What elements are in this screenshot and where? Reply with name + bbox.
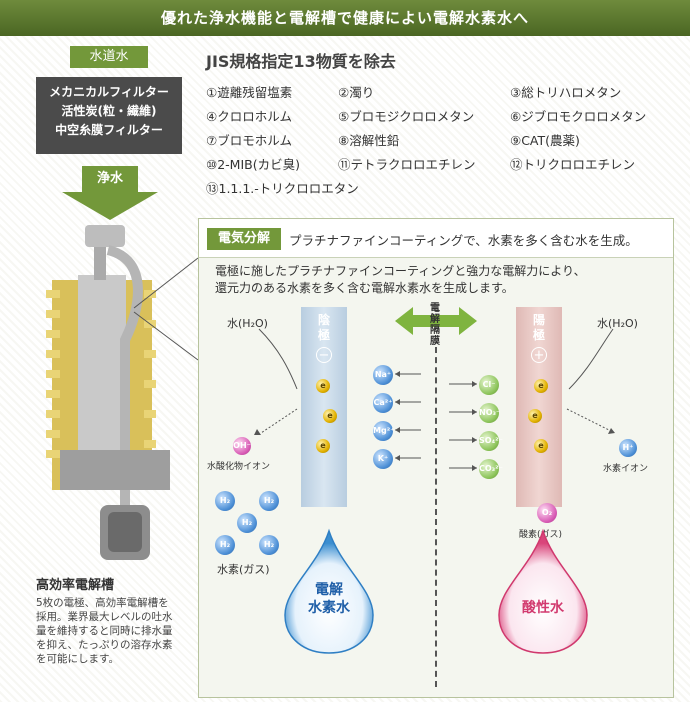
magnesium-ion-icon: Mg²⁺ <box>373 421 394 441</box>
substance-9: ⑨CAT(農薬) <box>510 133 580 148</box>
purified-water-label: 浄水 <box>82 166 138 192</box>
hydrogen-ion-caption: 水素イオン <box>603 464 649 474</box>
filter-line-3: 中空糸膜フィルター <box>55 123 163 137</box>
electrolysis-cell-description-line-4: を抑え、たっぷりの溶存水素 <box>36 639 173 651</box>
hydrogen-water-drop-label-2: 水素水 <box>308 600 350 616</box>
substance-10: ⑩2-MIB(カビ臭) <box>206 157 300 172</box>
potassium-ion-icon: K⁺ <box>373 449 393 469</box>
substance-3: ③総トリハロメタン <box>510 85 622 100</box>
membrane-line <box>435 347 437 687</box>
hydrogen-molecule-icon: H₂ <box>259 535 279 555</box>
sodium-ion-icon: Na⁺ <box>373 365 393 385</box>
hydrogen-gas-caption: 水素(ガス) <box>217 563 270 576</box>
filter-line-1: メカニカルフィルター <box>49 85 169 99</box>
hydroxide-caption: 水酸化物イオン <box>207 462 271 472</box>
tap-water-label: 水道水 <box>70 46 148 68</box>
callout-lines <box>133 257 199 361</box>
electron-icon: e <box>528 409 542 423</box>
electrolysis-cell-description-line-1: 5枚の電極、高効率電解槽を <box>36 597 169 609</box>
substance-2: ②濁り <box>338 85 375 100</box>
hydrogen-water-drop-icon <box>284 528 374 654</box>
electrolysis-cell-description: 5枚の電極、高効率電解槽を 採用。業界最大レベルの吐水 量を維持すると同時に排水… <box>36 596 173 666</box>
substance-5: ⑤ブロモジクロロメタン <box>338 109 475 124</box>
panel-header: 電気分解 プラチナファインコーティングで、水素を多く含む水を生成。 <box>199 219 673 258</box>
panel-description-line-1: 電極に施したプラチナファインコーティングと強力な電解力により、 <box>215 264 586 278</box>
filter-box: メカニカルフィルター 活性炭(粒・繊維) 中空糸膜フィルター <box>36 77 182 154</box>
hydrogen-water-drop-label-1: 電解 <box>315 582 343 598</box>
hydrogen-molecule-icon: H₂ <box>259 491 279 511</box>
panel-headline: プラチナファインコーティングで、水素を多く含む水を生成。 <box>289 233 638 248</box>
anode-label-2: 極 <box>532 328 545 342</box>
oxygen-molecule-icon: O₂ <box>537 503 557 523</box>
electron-icon: e <box>534 379 548 393</box>
hydrogen-water-drop-label: 電解 水素水 <box>281 581 377 617</box>
electrolysis-tag: 電気分解 <box>207 228 281 250</box>
anode: 陽 極 + e e e <box>516 307 562 507</box>
chloride-ion-icon: Cl⁻ <box>479 375 499 395</box>
water-label-left: 水(H₂O) <box>227 317 268 330</box>
substance-6: ⑥ジブロモクロロメタン <box>510 109 647 124</box>
water-label-right: 水(H₂O) <box>597 317 638 330</box>
filter-line-2: 活性炭(粒・繊維) <box>61 104 157 118</box>
substance-13: ⑬1.1.1.-トリクロロエタン <box>206 181 359 196</box>
oxygen-gas-caption: 酸素(ガス) <box>519 530 563 540</box>
hydrogen-molecule-icon: H₂ <box>215 491 235 511</box>
acidic-water-drop-icon <box>498 528 588 654</box>
hydroxide-ion-icon: OH⁻ <box>233 437 251 455</box>
hydrogen-molecule-icon: H₂ <box>237 513 257 533</box>
header-title: 優れた浄水機能と電解槽で健康によい電解水素水へ <box>0 0 690 36</box>
calcium-ion-icon: Ca²⁺ <box>373 393 393 413</box>
cathode: 陰 極 − e e e <box>301 307 347 507</box>
down-arrow-icon <box>62 192 158 220</box>
hydrogen-molecule-icon: H₂ <box>215 535 235 555</box>
electrolysis-cell-title: 高効率電解槽 <box>36 578 115 593</box>
hydrogen-ion-icon: H⁺ <box>619 439 637 457</box>
reaction-arrows <box>254 307 615 471</box>
substance-12: ⑫トリクロロエチレン <box>510 157 636 172</box>
electrolysis-unit-illustration <box>46 225 170 560</box>
jis-title: JIS規格指定13物質を除去 <box>206 52 396 71</box>
nitrate-ion-icon: NO₃⁻ <box>479 403 500 423</box>
cathode-label-2: 極 <box>317 328 330 342</box>
electron-icon: e <box>323 409 337 423</box>
electron-icon: e <box>316 439 330 453</box>
electrolysis-cell-description-line-3: 量を維持すると同時に排水量 <box>36 625 173 637</box>
substance-8: ⑧溶解性鉛 <box>338 133 400 148</box>
panel-description-line-2: 還元力のある水素を多く含む電解水素水を生成します。 <box>215 281 514 295</box>
minus-icon: − <box>316 347 332 363</box>
electrolysis-panel: 電気分解 プラチナファインコーティングで、水素を多く含む水を生成。 電極に施した… <box>198 218 674 698</box>
electron-icon: e <box>534 439 548 453</box>
substance-11: ⑪テトラクロロエチレン <box>338 157 476 172</box>
substance-4: ④クロロホルム <box>206 109 292 124</box>
carbonate-ion-icon: CO₃²⁻ <box>479 459 503 479</box>
electrolysis-cell-description-line-5: を可能にします。 <box>36 653 119 665</box>
cathode-label-1: 陰 <box>317 313 330 327</box>
membrane-label: 電解隔膜 <box>430 303 440 347</box>
substance-7: ⑦ブロモホルム <box>206 133 292 148</box>
anode-label-1: 陽 <box>532 313 545 327</box>
acidic-water-drop-label: 酸性水 <box>522 600 564 616</box>
electron-icon: e <box>316 379 330 393</box>
electrolysis-cell-description-line-2: 採用。業界最大レベルの吐水 <box>36 611 173 623</box>
substance-1: ①遊離残留塩素 <box>206 85 293 100</box>
plus-icon: + <box>531 347 547 363</box>
panel-description: 電極に施したプラチナファインコーティングと強力な電解力により、 還元力のある水素… <box>215 263 586 297</box>
sulfate-ion-icon: SO₄²⁻ <box>479 431 503 451</box>
